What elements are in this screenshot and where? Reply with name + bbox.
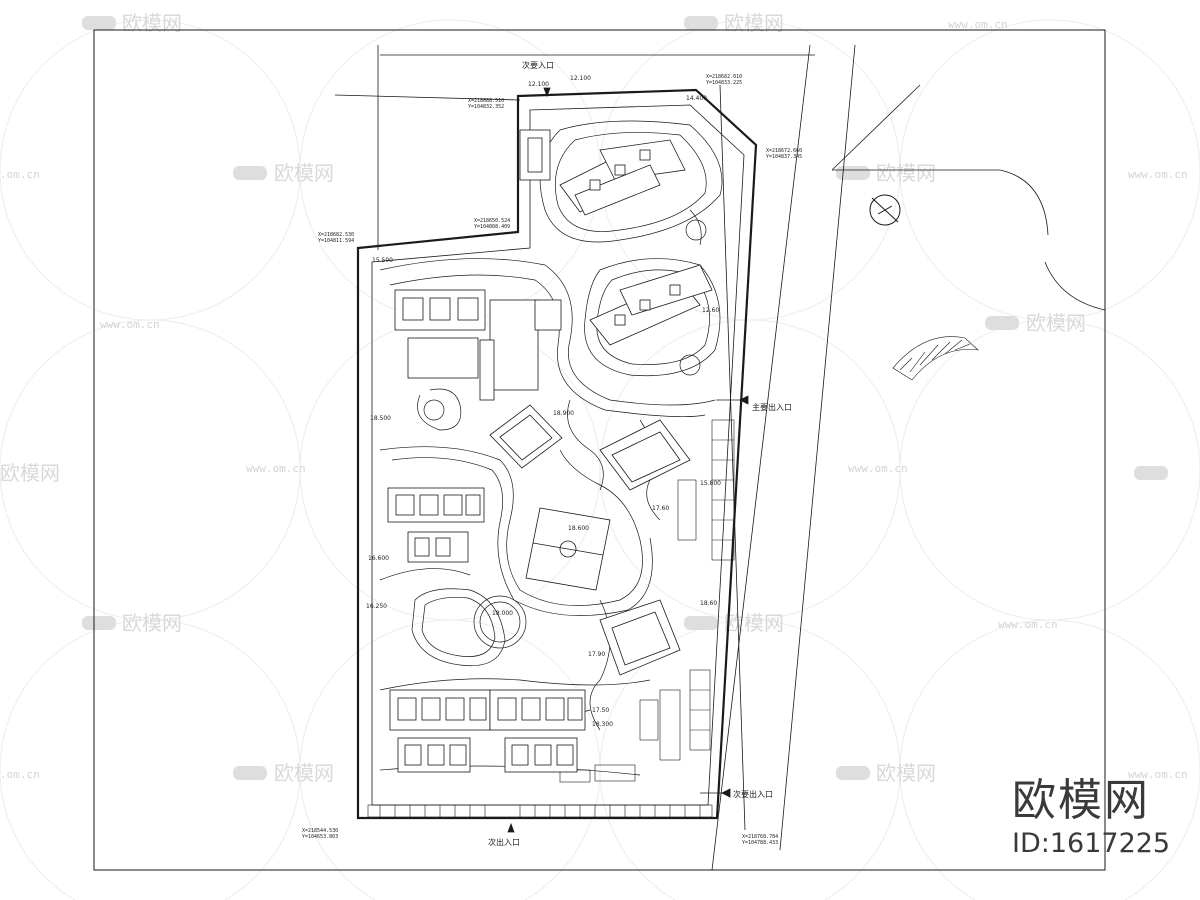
clubhouse — [407, 299, 562, 401]
watermark-text: 欧模网 — [876, 761, 936, 785]
watermark-url: www.om.cn — [948, 18, 1008, 31]
watermark-url: .om.cn — [0, 168, 40, 181]
elevation-label: 17.60 — [652, 505, 669, 512]
coordinate-x: X=218768.784 — [742, 834, 778, 840]
building-se-1 — [599, 599, 681, 676]
coordinate-x: X=218682.530 — [318, 232, 354, 238]
plaza-circles — [423, 219, 707, 649]
building-east-mid — [599, 419, 691, 491]
elevation-label: 18.60 — [700, 600, 717, 607]
entrance-label-southeast: 次要出入口 — [733, 789, 773, 799]
parking-strip-east — [559, 419, 735, 783]
coordinate-y: Y=104833.225 — [706, 80, 742, 86]
watermark-layer: 欧模网 欧模网 欧模网 欧模网 欧模网 欧模网 欧模网 欧模网 欧模网 欧模网 … — [0, 11, 1200, 900]
watermark-url: www.om.cn — [246, 462, 306, 475]
coordinate-y: Y=104837.345 — [766, 154, 802, 160]
elevation-label: 12.100 — [528, 81, 549, 88]
building-blocks — [387, 129, 713, 773]
watermark-text: 欧模网 — [274, 161, 334, 185]
coordinate-y: Y=104811.594 — [318, 238, 354, 244]
north-arrow-icon — [869, 194, 901, 226]
watermark-url: www.om.cn — [848, 462, 908, 475]
offsite-hatch — [892, 336, 979, 381]
elevation-label: 17.50 — [592, 707, 609, 714]
coordinate-x: X=218688.510 — [468, 98, 504, 104]
building-south-3 — [397, 737, 471, 773]
watermark-text: 欧模网 — [876, 161, 936, 185]
watermark-text: 欧模网 — [0, 461, 60, 485]
elevation-label: 12.100 — [570, 75, 591, 82]
coordinate-y: Y=104808.409 — [474, 224, 510, 230]
watermark-url: www.om.cn — [1128, 168, 1188, 181]
entrance-label-east: 主要出入口 — [752, 402, 792, 412]
watermark-text: 欧模网 — [1026, 311, 1086, 335]
elevation-label: 15.500 — [372, 257, 393, 264]
watermark-circles — [0, 19, 1200, 900]
coordinate-y: Y=104653.803 — [302, 834, 338, 840]
watermark-logo-icon — [82, 16, 1168, 780]
coordinate-y: Y=104788.433 — [742, 840, 778, 846]
building-west-2 — [387, 487, 485, 523]
coordinate-x: X=218682.010 — [706, 74, 742, 80]
elevation-label: 18.000 — [492, 610, 513, 617]
building-ne-1 — [559, 139, 686, 216]
building-west-3 — [407, 531, 469, 563]
coordinate-x: X=218672.660 — [766, 148, 802, 154]
elevation-label: 16.250 — [366, 603, 387, 610]
brand-block: 欧模网 ID:1617225 — [1012, 776, 1170, 860]
coordinate-x: X=218544.530 — [302, 828, 338, 834]
brand-id-label: ID:1617225 — [1012, 828, 1171, 859]
sports-court — [525, 507, 611, 591]
elevation-label: 15.800 — [700, 480, 721, 487]
watermark-url: .om.cn — [0, 768, 40, 781]
site-boundary — [356, 88, 758, 820]
building-south-4 — [504, 737, 578, 773]
watermark-url: www.om.cn — [998, 618, 1058, 631]
watermark-text: 欧模网 — [122, 611, 182, 635]
watermark-url: www.om.cn — [1128, 768, 1188, 781]
building-south-1 — [389, 689, 491, 731]
watermark-text: 欧模网 — [724, 611, 784, 635]
elevation-label: 17.90 — [588, 651, 605, 658]
road-lines — [334, 44, 1106, 871]
entrance-arrow-south — [507, 822, 515, 833]
elevation-label: 18.900 — [553, 410, 574, 417]
building-west-1 — [394, 289, 486, 331]
elevation-label: 18.300 — [592, 721, 613, 728]
entrance-label-north: 次要入口 — [522, 60, 554, 70]
entrance-label-south: 次出入口 — [488, 837, 520, 847]
coordinate-x: X=218650.524 — [474, 218, 510, 224]
entrance-arrow-east — [739, 395, 749, 405]
building-north-gate — [519, 129, 551, 181]
watermark-text: 欧模网 — [724, 11, 784, 35]
coordinate-labels: X=218682.010 Y=104833.225 X=218688.510 Y… — [302, 74, 802, 846]
drawing-frame — [93, 29, 1106, 871]
elevation-label: 16.600 — [368, 555, 389, 562]
parking-strip-south — [367, 804, 713, 818]
building-center-pavilion — [489, 404, 563, 469]
elevation-label: 18.600 — [568, 525, 589, 532]
landscape-paths — [379, 120, 723, 776]
watermark-text: 欧模网 — [122, 11, 182, 35]
entrance-arrow-north — [543, 87, 551, 98]
elevation-label: 18.500 — [370, 415, 391, 422]
watermark-text: 欧模网 — [274, 761, 334, 785]
building-ne-2 — [589, 264, 713, 346]
entrance-arrow-southeast — [721, 788, 731, 798]
building-south-2 — [489, 689, 586, 731]
coordinate-y: Y=104832.352 — [468, 104, 504, 110]
elevation-label: 14.400 — [686, 95, 707, 102]
elevation-labels: 12.100 12.100 14.400 15.500 18.500 18.60… — [366, 75, 721, 728]
entrance-markers — [507, 87, 749, 833]
brand-title: 欧模网 — [1012, 775, 1150, 826]
elevation-label: 12.60 — [702, 307, 719, 314]
watermark-url: www.om.cn — [100, 318, 160, 331]
